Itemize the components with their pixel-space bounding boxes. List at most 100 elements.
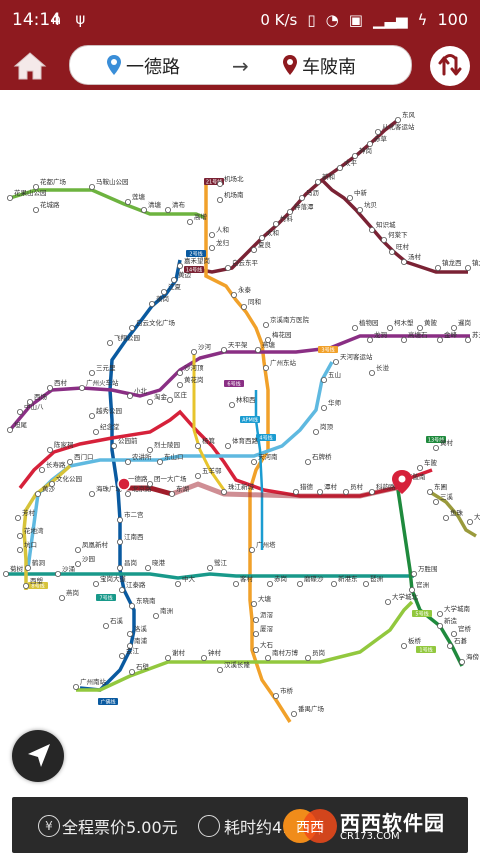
station-marker[interactable] <box>152 613 159 620</box>
station-marker[interactable] <box>464 264 471 271</box>
station-label[interactable]: 坦尾 <box>14 420 28 429</box>
station-label[interactable]: 岗顶 <box>320 423 334 431</box>
station-label[interactable]: 林和西 <box>236 395 256 404</box>
station-marker[interactable] <box>351 324 358 331</box>
from-station[interactable]: 一德路 <box>126 57 180 78</box>
station-marker[interactable] <box>164 655 171 662</box>
station-marker[interactable] <box>436 611 443 618</box>
station-label[interactable]: 石碁 <box>454 636 468 645</box>
station-label[interactable]: 车陂 <box>424 458 438 467</box>
station-label[interactable]: 车陂南 <box>406 472 426 481</box>
station-label[interactable]: 太平 <box>344 158 358 167</box>
station-marker[interactable] <box>73 684 80 691</box>
station-marker[interactable] <box>111 442 118 449</box>
station-label[interactable]: 新和 <box>322 172 335 181</box>
station-label[interactable]: 官桥 <box>458 624 472 633</box>
station-marker[interactable] <box>380 236 387 243</box>
station-label[interactable]: 北京路 <box>132 484 152 493</box>
station-label[interactable]: 东风 <box>402 110 416 119</box>
station-label[interactable]: 西村 <box>54 378 68 387</box>
station-marker[interactable] <box>408 586 415 593</box>
station-marker[interactable] <box>220 488 227 495</box>
station-marker[interactable] <box>304 655 311 662</box>
station-marker[interactable] <box>89 412 96 419</box>
station-marker[interactable] <box>194 442 201 449</box>
station-marker[interactable] <box>89 369 96 376</box>
station-marker[interactable] <box>79 384 86 391</box>
station-label[interactable]: 新造 <box>444 616 458 625</box>
station-marker[interactable] <box>75 560 82 567</box>
station-marker[interactable] <box>374 129 381 136</box>
station-label[interactable]: 黄沙 <box>42 484 56 493</box>
station-label[interactable]: 花都广场 <box>40 177 67 186</box>
station-marker[interactable] <box>436 623 443 630</box>
station-marker[interactable] <box>55 570 62 577</box>
station-marker[interactable] <box>410 570 417 577</box>
station-label[interactable]: 沙河顶 <box>184 364 204 372</box>
station-label[interactable]: 中大 <box>182 574 196 583</box>
station-label[interactable]: 永泰 <box>238 285 252 294</box>
station-marker[interactable] <box>35 490 42 497</box>
station-label[interactable]: 萧岗 <box>156 294 169 303</box>
station-marker[interactable] <box>342 488 349 495</box>
station-label[interactable]: 知识城 <box>376 220 396 229</box>
station-marker[interactable] <box>432 444 439 451</box>
station-label[interactable]: 万胜围 <box>418 564 438 573</box>
station-label[interactable]: 一德路 <box>128 474 148 483</box>
station-marker[interactable] <box>332 358 339 365</box>
station-label[interactable]: 会江 <box>126 646 140 655</box>
station-label[interactable]: 太和 <box>266 228 279 237</box>
station-marker[interactable] <box>119 653 126 660</box>
station-label[interactable]: 清塘 <box>148 200 162 209</box>
station-label[interactable]: 晓港 <box>152 558 166 567</box>
station-marker[interactable] <box>224 442 231 449</box>
station-label[interactable]: 五山 <box>328 370 341 379</box>
station-label[interactable]: 花城路 <box>40 200 60 209</box>
station-marker[interactable] <box>117 516 124 523</box>
station-marker[interactable] <box>304 458 311 465</box>
station-label[interactable]: 神岗 <box>359 146 372 155</box>
station-label[interactable]: 龙归 <box>216 238 229 247</box>
station-marker[interactable] <box>252 647 259 654</box>
station-label[interactable]: 潭村 <box>324 482 338 491</box>
station-marker[interactable] <box>146 480 153 487</box>
station-marker[interactable] <box>368 226 375 233</box>
station-marker[interactable] <box>176 369 183 376</box>
station-label[interactable]: 钟村 <box>208 648 222 657</box>
station-marker[interactable] <box>174 580 181 587</box>
station-marker[interactable] <box>176 262 183 269</box>
station-marker[interactable] <box>254 346 261 353</box>
station-label[interactable]: 三溪 <box>440 492 454 501</box>
station-label[interactable]: 厦滘 <box>260 624 274 633</box>
station-label[interactable]: 天河客运站 <box>340 352 373 361</box>
station-markers[interactable]: 东风从化客运站赤草神岗太平新和马沥中新坑贝钟落潭竹料知识城何棠下太和旺村夏良汤村… <box>3 110 480 718</box>
station-label[interactable]: 白云东平 <box>232 258 259 267</box>
station-label[interactable]: 江夏 <box>168 283 182 291</box>
station-label[interactable]: 沙园 <box>82 555 95 563</box>
station-marker[interactable] <box>400 643 407 650</box>
station-label[interactable]: 五羊邨 <box>202 466 222 475</box>
station-marker[interactable] <box>140 207 147 214</box>
station-marker[interactable] <box>250 246 257 253</box>
station-label[interactable]: 东晓南 <box>136 596 156 605</box>
station-marker[interactable] <box>208 231 215 238</box>
station-marker[interactable] <box>146 398 153 405</box>
station-marker[interactable] <box>258 234 265 241</box>
station-label[interactable]: 龙洞 <box>374 330 388 339</box>
station-marker[interactable] <box>208 244 215 251</box>
station-label[interactable]: 海珠广场 <box>96 484 123 493</box>
station-label[interactable]: 京溪南方医院 <box>270 315 310 324</box>
station-label[interactable]: 高增 <box>194 212 207 221</box>
station-marker[interactable] <box>216 197 223 204</box>
station-marker[interactable] <box>388 248 395 255</box>
station-marker[interactable] <box>296 580 303 587</box>
station-label[interactable]: 芳村 <box>22 508 36 517</box>
station-marker[interactable] <box>33 207 40 214</box>
station-marker[interactable] <box>125 458 132 465</box>
station-label[interactable]: 南浦 <box>134 636 148 645</box>
station-label[interactable]: 广州塔 <box>256 540 276 549</box>
station-label[interactable]: 人和 <box>216 225 229 234</box>
station-marker[interactable] <box>228 401 235 408</box>
station-marker[interactable] <box>128 669 135 676</box>
